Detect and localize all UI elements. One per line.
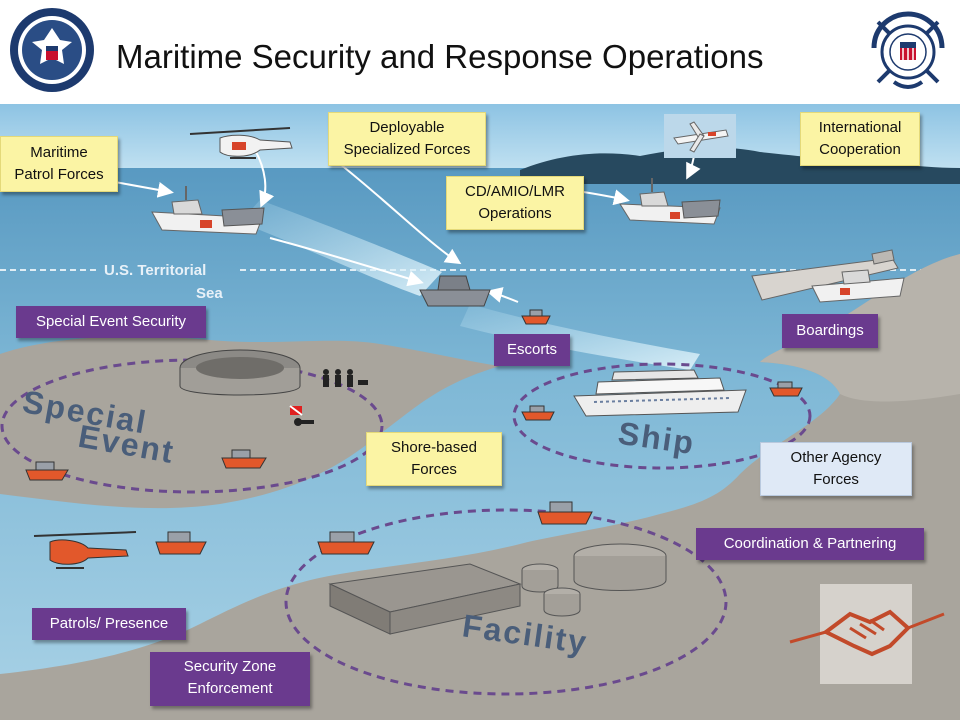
helicopter-icon [33,531,137,569]
storage-tank-icon [521,563,559,593]
security-team-icon [323,369,368,387]
patrol-boat-icon [25,461,69,481]
callout-boardings: Boardings [782,314,878,348]
callout-escorts: Escorts [494,334,570,366]
page-title: Maritime Security and Response Operation… [116,38,764,75]
patrol-boat-icon [537,501,593,525]
cutter-icon [151,186,265,235]
helicopter-icon [189,127,293,159]
patrol-boat-icon [521,405,555,421]
dhs-seal-icon [10,8,94,92]
dive-flag-icon [289,405,314,426]
callout-shore-based: Shore-based Forces [366,432,502,486]
callout-international-line1: International [818,119,902,136]
response-path-beam [240,200,442,296]
callout-cd-amio: CD/AMIO/LMR Operations [446,176,584,230]
slide-header: Maritime Security and Response Operation… [0,0,960,104]
callout-other-agency: Other Agency Forces [760,442,912,496]
callout-international: International Cooperation [800,112,920,166]
arrow-escort-boat [486,287,519,303]
uscg-emblem-icon [871,11,945,89]
callout-shore-based-line2: Forces [411,461,457,478]
arrow-cutter-to-boat [269,237,424,287]
patrol-boat-icon [317,531,375,555]
callout-coordination: Coordination & Partnering [696,528,924,560]
special-event-zone [0,358,384,494]
arrow-deployable [339,163,462,265]
cutter-icon [619,178,721,225]
facility-building-icon [328,563,522,635]
patrol-boat-icon [221,449,267,469]
operations-scene: U.S. Territorial Sea Special Event Ship … [0,104,960,720]
callout-other-agency-line1: Other Agency [790,449,882,466]
territorial-sea-label: U.S. Territorial [104,262,206,279]
tanker-icon [751,249,899,301]
patrol-boat-icon [521,309,551,325]
cutter-icon [811,269,905,303]
callout-maritime-patrol-line1: Maritime [30,144,88,161]
callout-special-event-security: Special Event Security [16,306,206,338]
arrow-helo [254,149,275,208]
callout-deployable: Deployable Specialized Forces [328,112,486,166]
ship-zone [512,362,812,470]
callout-security-zone: Security Zone Enforcement [150,652,310,706]
storage-tank-icon [573,543,667,591]
stadium-icon [179,349,301,396]
patrol-boat-icon [419,275,491,307]
land-left [0,336,500,509]
territorial-sea-line2: Sea [196,285,223,302]
facility-zone [284,508,728,696]
storage-tank-icon [543,587,581,617]
land-right-bottom [0,254,960,720]
aircraft-icon [664,114,736,158]
callout-patrols-presence: Patrols/ Presence [32,608,186,640]
patrol-boat-icon [155,531,207,555]
callout-security-zone-line1: Security Zone [183,658,277,675]
handshake-icon [789,584,945,684]
callout-cd-amio-line2: Operations [478,205,552,222]
callout-international-line2: Cooperation [819,141,901,158]
territorial-sea-label-2: Sea [196,285,223,302]
distant-mountains [520,147,960,184]
callout-cd-amio-line1: CD/AMIO/LMR [464,183,565,200]
callout-deployable-line1: Deployable [369,119,445,136]
callout-other-agency-line2: Forces [813,471,859,488]
escort-path-beam [460,304,700,370]
callout-maritime-patrol-line2: Patrol Forces [14,166,104,183]
callout-shore-based-line1: Shore-based [391,439,477,456]
patrol-boat-icon [769,381,803,397]
callout-security-zone-line2: Enforcement [187,680,273,697]
callout-deployable-line2: Specialized Forces [343,141,471,158]
territorial-sea-line1: U.S. Territorial [104,262,207,279]
cruise-ship-icon [573,369,747,417]
callout-maritime-patrol: Maritime Patrol Forces [0,136,118,192]
arrow-aircraft [686,155,701,180]
arrow-patrol [114,181,174,198]
